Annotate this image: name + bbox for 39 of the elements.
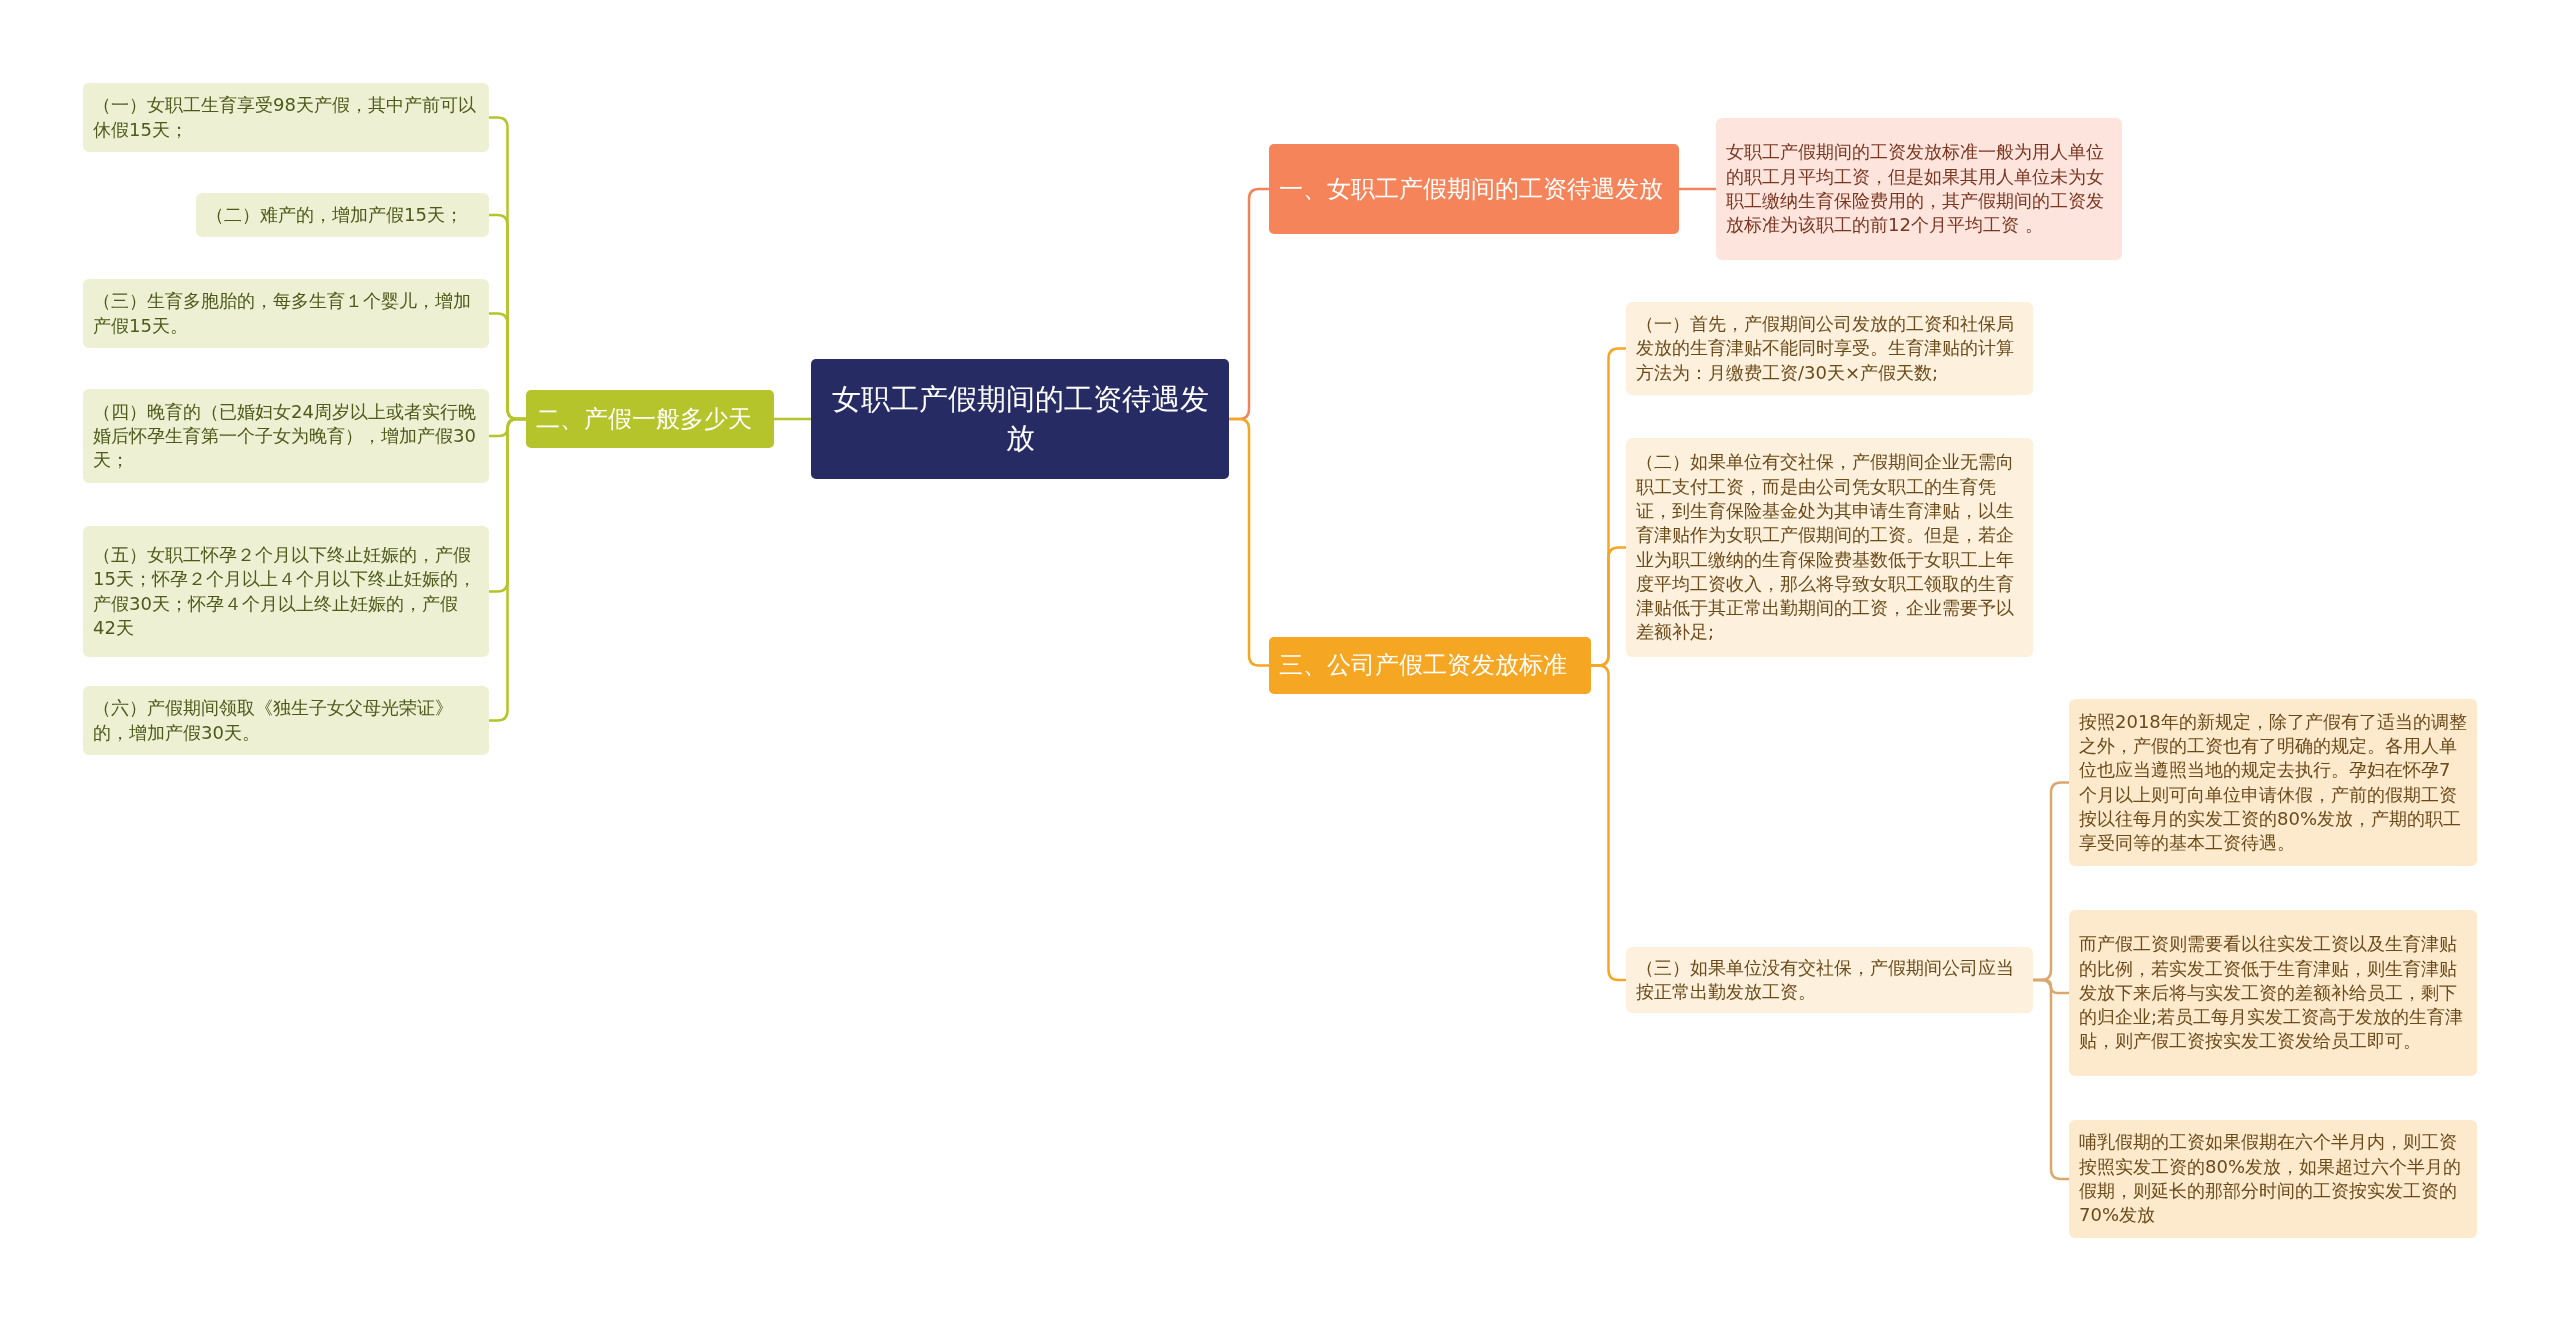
connector-line: [774, 417, 811, 421]
topic-text: 按照2018年的新规定，除了产假有了适当的调整之外，产假的工资也有了明确的规定。各用人单位也应当遵照当地的规定去执行。孕妇在怀孕7个月以上则可向单位申请休假，产前的假期工资按以往每月的实发工资的80%发放，产期的职工享受同等的基本工资待遇。: [2079, 709, 2467, 856]
note-box: [2069, 910, 2477, 1076]
note-box: [83, 279, 489, 348]
topic-text: 而产假工资则需要看以往实发工资以及生育津贴的比例，若实发工资低于生育津贴，则生育津贴发放下来后将与实发工资的差额补给员工，剩下的归企业;若员工每月实发工资高于发放的生育津贴，则产假工资按实发工资发给员工即可。: [2079, 932, 2465, 1054]
topic-text: （六）产假期间领取《独生子女父母光荣证》的，增加产假30天。: [93, 696, 454, 745]
note-box: [2069, 1120, 2477, 1238]
note-box: [1626, 302, 2033, 395]
topic-text: （五）女职工怀孕２个月以下终止妊娠的，产假15天；怀孕２个月以上４个月以下终止妊娠的，产假30天；怀孕４个月以上终止妊娠的，产假42天: [93, 542, 477, 640]
connector-line: [1229, 417, 1269, 667]
topic-text: 三、公司产假工资发放标准: [1279, 650, 1568, 682]
topic-text: 一、女职工产假期间的工资待遇发放: [1279, 173, 1664, 205]
connector-line: [1679, 187, 1716, 191]
note-box: [1626, 438, 2033, 657]
branch-topic-box: [1269, 144, 1679, 234]
connector-line: [2033, 978, 2069, 1181]
branch-topic-box: [1269, 637, 1591, 694]
note-box: [1626, 947, 2033, 1013]
note-box: [1716, 118, 2122, 260]
central-topic-box: [811, 359, 1229, 479]
note-box: [83, 83, 489, 152]
note-box: [83, 526, 489, 657]
topic-text: （二）难产的，增加产假15天；: [206, 202, 464, 227]
note-box: [2069, 699, 2477, 866]
topic-text: （一）女职工生育享受98天产假，其中产前可以休假15天；: [93, 93, 477, 142]
topic-text: 女职工产假期间的工资发放标准一般为用人单位的职工月平均工资，但是如果其用人单位未为女职工缴纳生育保险费用的，其产假期间的工资发放标准为该职工的前12个月平均工资 。: [1726, 140, 2105, 238]
topic-text: （四）晚育的（已婚妇女24周岁以上或者实行晚婚后怀孕生育第一个子女为晚育），增加产假30天；: [93, 399, 477, 473]
topic-text: （二）如果单位有交社保，产假期间企业无需向职工支付工资，而是由公司凭女职工的生育凭证，到生育保险基金处为其申请生育津贴，以生育津贴作为女职工产假期间的工资。但是，若企业为职工缴纳的生育保险费基数低于女职工上年度平均工资收入，那么将导致女职工领取的生育津贴低于其正常出勤期间的工资，企业需要予以差额补足;: [1636, 450, 2015, 645]
note-box: [196, 193, 489, 237]
note-box: [83, 389, 489, 483]
connector-line: [489, 417, 526, 722]
topic-text: （三）生育多胞胎的，每多生育１个婴儿，增加产假15天。: [93, 289, 472, 338]
topic-text: 二、产假一般多少天: [536, 403, 753, 435]
topic-text: （一）首先，产假期间公司发放的工资和社保局发放的生育津贴不能同时享受。生育津贴的计算方法为：月缴费工资/30天×产假天数;: [1636, 312, 2015, 385]
topic-text: 女职工产假期间的工资待遇发放: [830, 380, 1210, 457]
topic-text: （三）如果单位没有交社保，产假期间公司应当按正常出勤发放工资。: [1636, 955, 2015, 1004]
branch-topic-box: [526, 390, 774, 448]
note-box: [83, 686, 489, 755]
topic-text: 哺乳假期的工资如果假期在六个半月内，则工资按照实发工资的80%发放，如果超过六个半月的假期，则延长的那部分时间的工资按实发工资的70%发放: [2079, 1130, 2462, 1228]
